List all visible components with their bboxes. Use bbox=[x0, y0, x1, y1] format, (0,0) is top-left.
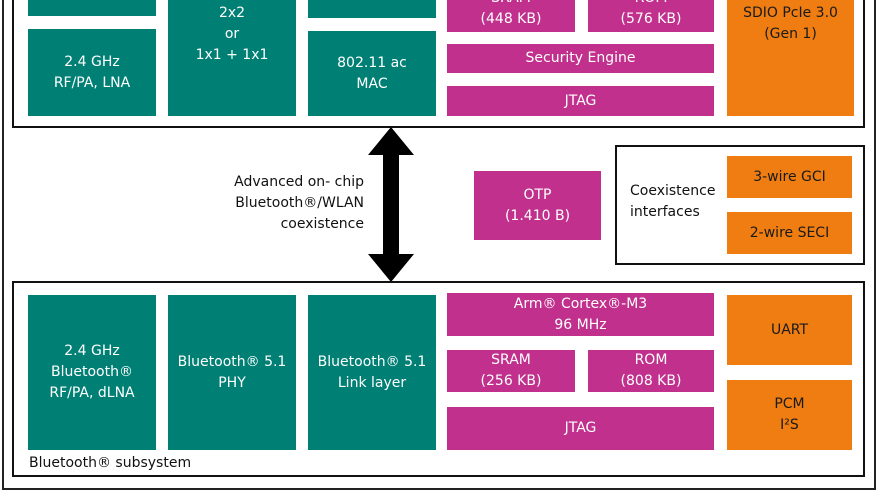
bt-cpu-line1: Arm® Cortex®-M3 bbox=[513, 295, 648, 312]
wlan-top-left-block bbox=[28, 0, 156, 16]
wlan-sram-line2: (448 KB) bbox=[480, 11, 542, 27]
bt-rf-line2: Bluetooth® bbox=[51, 364, 133, 380]
bt-rf-line3: RF/PA, dLNA bbox=[49, 385, 135, 401]
bt-jtag-label: JTAG bbox=[564, 420, 597, 436]
coexistence-arrow bbox=[368, 127, 414, 282]
bt-sram-line2: (256 KB) bbox=[480, 373, 542, 389]
wlan-mimo-line1: 2x2 bbox=[218, 5, 246, 21]
bt-cpu-block: Arm® Cortex®-M3 96 MHz bbox=[447, 293, 714, 336]
bt-rf-block: 2.4 GHz Bluetooth® RF/PA, dLNA bbox=[28, 295, 156, 450]
gci-label: 3-wire GCI bbox=[753, 168, 826, 185]
bt-phy-block: Bluetooth® 5.1 PHY bbox=[168, 295, 296, 450]
coexistence-description: Advanced on- chip Bluetooth®/WLAN coexis… bbox=[200, 172, 364, 235]
wlan-rf-line1: 2.4 GHz bbox=[64, 53, 120, 70]
bt-cpu-line2: 96 MHz bbox=[554, 316, 607, 333]
double-arrow-shape bbox=[368, 127, 414, 282]
bt-link-line1: Bluetooth® 5.1 bbox=[317, 353, 427, 370]
wlan-mac-line1: 802.11 ac bbox=[337, 54, 407, 71]
wlan-mac-block: 802.11 ac MAC bbox=[308, 31, 436, 116]
wlan-security-label: Security Engine bbox=[525, 50, 636, 66]
bt-rf-line1: 2.4 GHz bbox=[64, 343, 120, 359]
wlan-mimo-block: 2x2 or 1x1 + 1x1 bbox=[168, 0, 296, 116]
coex-label-line1: Coexistence bbox=[630, 183, 716, 199]
seci-block: 2-wire SECI bbox=[727, 212, 852, 254]
wlan-mac-line2: MAC bbox=[356, 75, 388, 92]
wlan-security-engine-block: Security Engine bbox=[447, 44, 714, 73]
bt-uart-label: UART bbox=[770, 321, 809, 338]
bt-rom-block: ROM (808 KB) bbox=[588, 350, 714, 392]
bt-phy-line1: Bluetooth® 5.1 bbox=[177, 353, 287, 370]
bluetooth-subsystem-label: Bluetooth® subsystem bbox=[29, 455, 192, 471]
bt-pcm-block: PCM I²S bbox=[727, 380, 852, 450]
wlan-sram-block: SRAM (448 KB) bbox=[447, 0, 575, 32]
bt-uart-block: UART bbox=[727, 295, 852, 365]
bt-link-layer-block: Bluetooth® 5.1 Link layer bbox=[308, 295, 436, 450]
wlan-jtag-block: JTAG bbox=[447, 86, 714, 116]
wlan-rom-block: ROM (576 KB) bbox=[588, 0, 714, 32]
bt-sram-block: SRAM (256 KB) bbox=[447, 350, 575, 392]
seci-label: 2-wire SECI bbox=[749, 224, 830, 241]
coex-label-line2: interfaces bbox=[630, 204, 700, 220]
coex-desc-line2: Bluetooth®/WLAN bbox=[235, 195, 364, 211]
bt-rom-line2: (808 KB) bbox=[620, 373, 682, 389]
wlan-sram-line1: SRAM bbox=[491, 0, 531, 9]
otp-line2: (1.410 B) bbox=[504, 207, 571, 224]
bt-rom-line1: ROM bbox=[634, 352, 668, 368]
wlan-sdio-line2: (Gen 1) bbox=[764, 26, 817, 42]
wlan-rf-line2: RF/PA, LNA bbox=[53, 74, 131, 91]
wlan-top-mid-block bbox=[308, 0, 436, 18]
wlan-rom-line2: (576 KB) bbox=[620, 11, 682, 27]
wlan-sdio-block: SDIO PcIe 3.0 (Gen 1) bbox=[727, 0, 854, 116]
wlan-rf-block: 2.4 GHz RF/PA, LNA bbox=[28, 29, 156, 116]
coex-desc-line1: Advanced on- chip bbox=[234, 174, 364, 190]
wlan-mimo-line2: or bbox=[224, 26, 240, 42]
bt-pcm-line2: I²S bbox=[780, 417, 799, 433]
wlan-rom-line1: ROM bbox=[635, 0, 668, 9]
otp-block: OTP (1.410 B) bbox=[474, 171, 601, 240]
coexistence-interfaces-label: Coexistence interfaces bbox=[630, 181, 715, 223]
wlan-jtag-label: JTAG bbox=[564, 92, 597, 109]
gci-block: 3-wire GCI bbox=[727, 156, 852, 198]
bt-pcm-line1: PCM bbox=[774, 396, 805, 412]
coex-desc-line3: coexistence bbox=[280, 216, 364, 232]
bt-sram-line1: SRAM bbox=[491, 352, 531, 368]
wlan-sdio-line1: SDIO PcIe 3.0 bbox=[743, 5, 838, 21]
bt-link-line2: Link layer bbox=[337, 374, 407, 391]
bt-phy-line2: PHY bbox=[218, 374, 246, 391]
wlan-mimo-line3: 1x1 + 1x1 bbox=[195, 47, 269, 63]
otp-line1: OTP bbox=[523, 186, 552, 203]
bt-jtag-block: JTAG bbox=[447, 407, 714, 450]
